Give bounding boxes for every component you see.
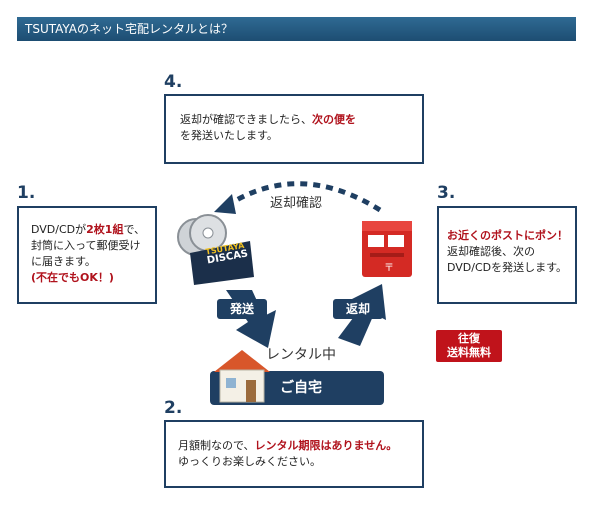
step-1-highlight: 2枚1組: [86, 223, 124, 236]
page-header: TSUTAYAのネット宅配レンタルとは？: [17, 17, 576, 41]
step-2-box: 月額制なので、レンタル期限はありません。 ゆっくりお楽しみください。: [164, 420, 424, 488]
step-2-text-b: ゆっくりお楽しみください。: [178, 455, 321, 468]
house-icon: [214, 350, 270, 403]
step-4-text-b: を発送いたします。: [180, 129, 278, 142]
step-3-number: 3.: [437, 183, 456, 203]
step-2-text-a: 月額制なので、: [178, 439, 255, 452]
home-label: ご自宅: [280, 380, 322, 396]
return-label: 返却: [333, 299, 383, 319]
step-3-text-a: 返却確認後、次の: [447, 245, 535, 258]
step-1-number: 1.: [17, 183, 36, 203]
step-1-box: DVD/CDが2枚1組で、 封筒に入って郵便受け に届きます。 (不在でもOK！…: [17, 206, 157, 304]
renting-label: レンタル中: [266, 347, 336, 363]
step-4-box: 返却が確認できましたら、次の便を を発送いたします。: [164, 94, 424, 164]
step-1-note: (不在でもOK！): [31, 271, 114, 284]
step-1-text-a: DVD/CDが: [31, 223, 87, 236]
step-4-highlight: 次の便を: [312, 113, 356, 126]
send-label: 発送: [217, 299, 267, 319]
step-3-highlight: お近くのポストにポン！: [447, 229, 568, 242]
step-1-text-d: に届きます。: [31, 255, 96, 268]
step-3-box: お近くのポストにポン！ 返却確認後、次の DVD/CDを発送します。: [437, 206, 577, 304]
step-1-text-b: で、: [123, 223, 146, 236]
free-shipping-badge: 往復 送料無料: [436, 330, 502, 362]
return-confirm-label: 返却確認: [270, 196, 323, 211]
badge-line-1: 往復: [458, 332, 480, 345]
step-1-text-c: 封筒に入って郵便受け: [31, 239, 141, 252]
step-3-text-b: DVD/CDを発送します。: [447, 261, 568, 274]
discas-disc-icon: [177, 214, 254, 285]
postbox-icon: 〒: [362, 221, 412, 277]
step-2-number: 2.: [164, 398, 183, 418]
step-4-text-a: 返却が確認できましたら、: [180, 113, 312, 126]
step-4-number: 4.: [164, 72, 183, 92]
svg-text:〒: 〒: [384, 263, 394, 274]
badge-line-2: 送料無料: [447, 346, 491, 359]
step-2-highlight: レンタル期限はありません。: [254, 439, 398, 452]
